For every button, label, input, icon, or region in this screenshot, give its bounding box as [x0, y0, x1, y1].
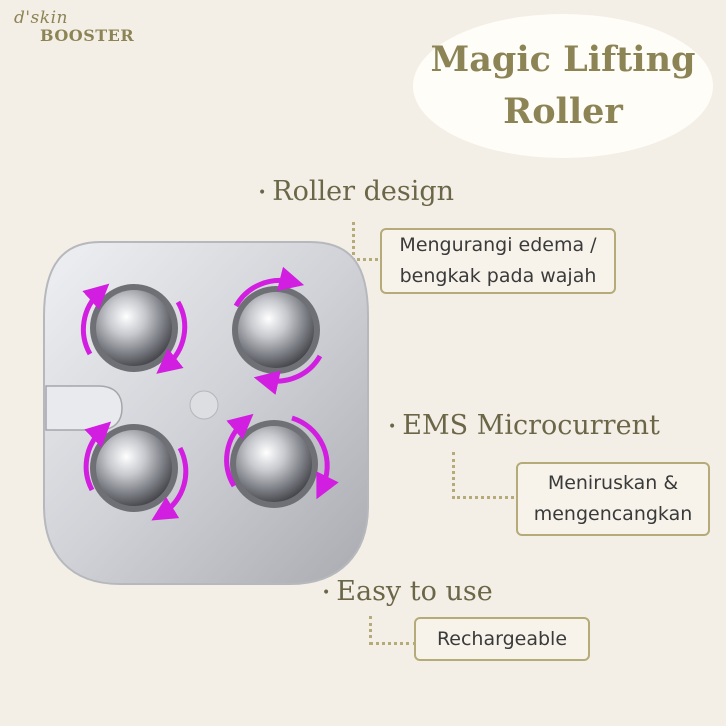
feature-ems-microcurrent: • EMS Microcurrent [388, 410, 660, 441]
roller-ball-bottom-right [224, 413, 339, 508]
desc-line: Mengurangi edema / [399, 234, 597, 256]
title-badge: Magic Lifting Roller [413, 14, 713, 158]
feature-heading: Roller design [272, 176, 455, 207]
feature-desc-box: Rechargeable [414, 617, 590, 661]
title-line-1: Magic Lifting [430, 39, 696, 80]
dotted-connector [352, 222, 383, 261]
desc-line: mengencangkan [533, 503, 693, 525]
feature-easy-to-use: • Easy to use [322, 576, 493, 607]
sensor-dot [189, 390, 219, 420]
feature-heading: Easy to use [336, 576, 493, 607]
brand-script: d'skin [14, 8, 68, 28]
roller-ball-top-left [80, 283, 188, 374]
desc-line: Meniruskan & [547, 472, 679, 494]
brand-name: BOOSTER [40, 26, 135, 45]
dotted-connector [369, 616, 417, 645]
roller-ball-top-right [232, 266, 323, 395]
title-line-2: Roller [503, 91, 623, 132]
roller-device-illustration [43, 241, 369, 585]
bullet-icon: • [258, 184, 267, 201]
brand-logo: d'skin BOOSTER [14, 8, 134, 45]
feature-desc-box: Meniruskan & mengencangkan [516, 462, 710, 536]
feature-roller-design: • Roller design [258, 176, 454, 207]
dotted-connector [452, 452, 519, 499]
feature-heading: EMS Microcurrent [402, 410, 660, 441]
roller-ball-bottom-left [83, 421, 189, 521]
feature-desc-box: Mengurangi edema / bengkak pada wajah [380, 228, 616, 294]
bullet-icon: • [388, 418, 397, 435]
desc-line: bengkak pada wajah [399, 265, 597, 287]
power-button [45, 385, 123, 431]
desc-line: Rechargeable [436, 627, 568, 650]
bullet-icon: • [322, 584, 331, 601]
